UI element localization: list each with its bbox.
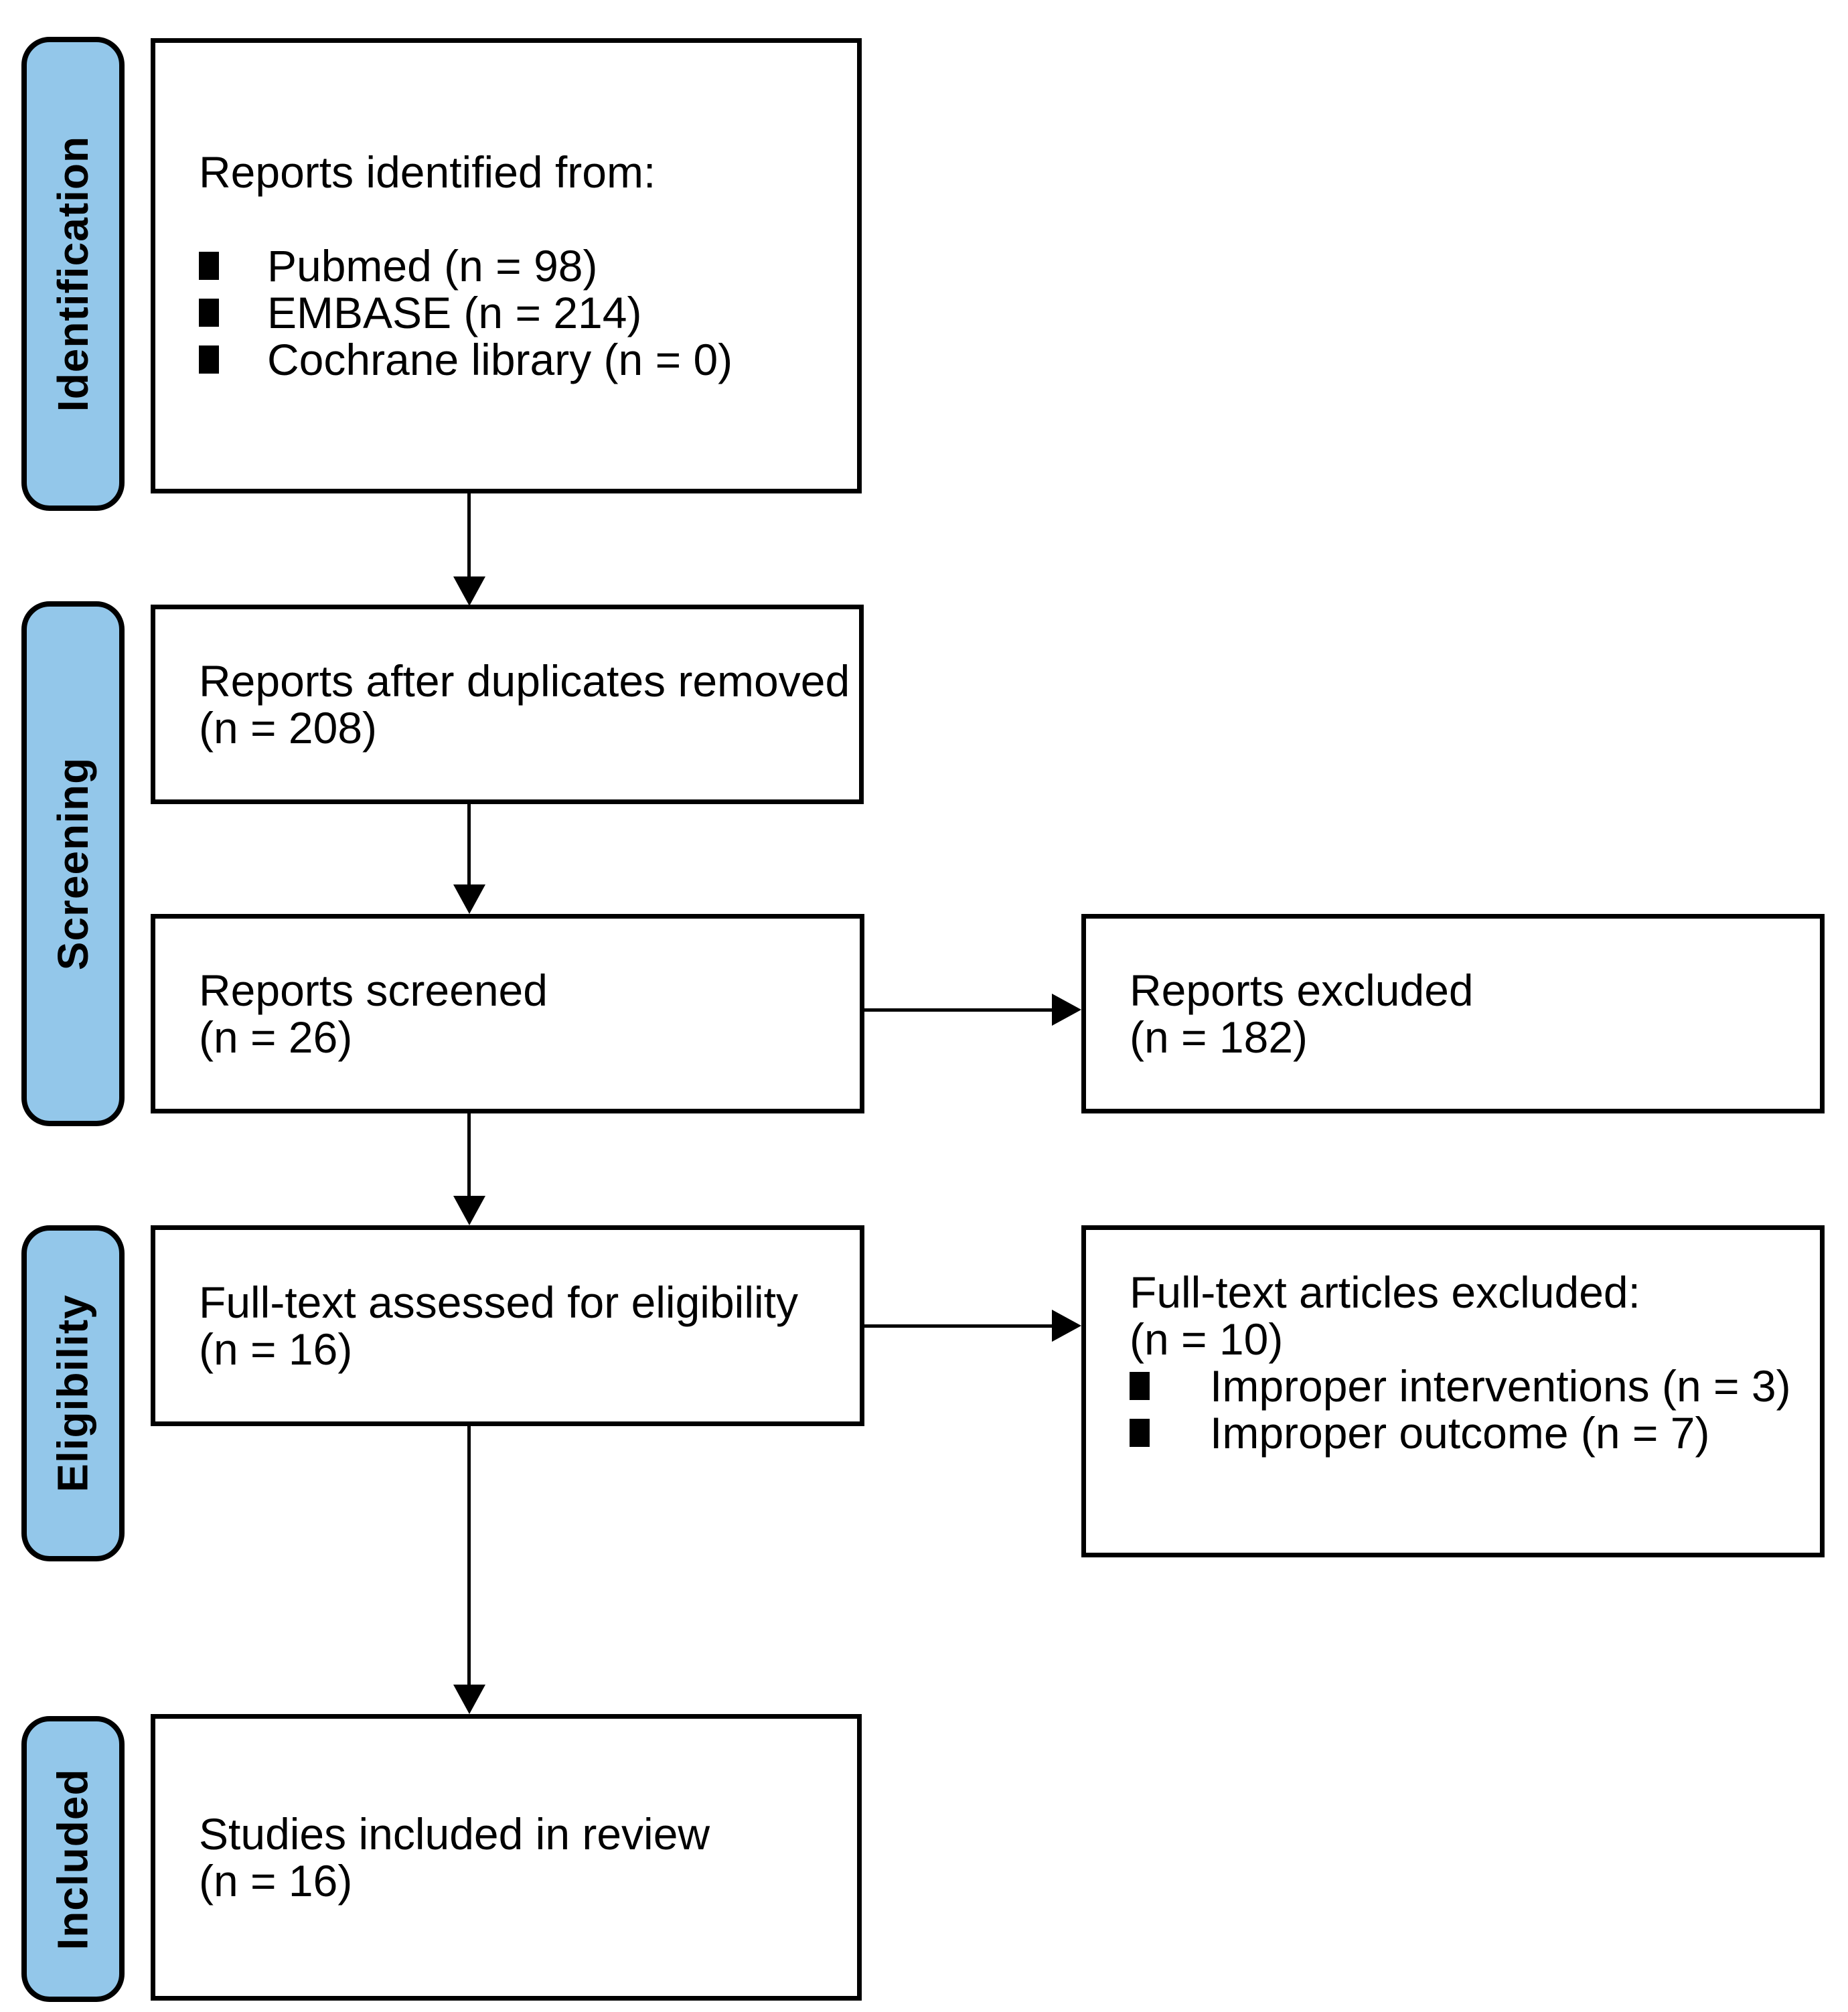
box-reports-screened-line1: Reports screened xyxy=(199,965,548,1015)
stage-label-included-text: Included xyxy=(49,1768,97,1950)
square-bullet-icon xyxy=(199,345,219,374)
list-item: Pubmed (n = 98) xyxy=(199,242,844,289)
arrow-down-head-icon xyxy=(453,1196,485,1225)
arrow-screened-to-excluded-line xyxy=(864,1008,1055,1012)
list-item: EMBASE (n = 214) xyxy=(199,289,844,336)
list-item: Improper interventions (n = 3) xyxy=(1130,1363,1806,1409)
exclusion-improper-outcome: Improper outcome (n = 7) xyxy=(1210,1408,1710,1458)
box-fulltext-assessed-line1: Full-text assessed for eligibility xyxy=(199,1278,798,1327)
stage-label-eligibility-text: Eligibility xyxy=(49,1294,97,1492)
square-bullet-icon xyxy=(199,252,219,280)
box-reports-screened: Reports screened (n = 26) xyxy=(151,914,864,1113)
box-reports-identified: Reports identified from: Pubmed (n = 98)… xyxy=(151,38,862,493)
arrow-right-head-icon xyxy=(1052,1310,1081,1342)
box-fulltext-assessed-count: (n = 16) xyxy=(199,1324,353,1374)
box-duplicates-removed-line1: Reports after duplicates removed xyxy=(199,656,850,706)
arrow-down-head-icon xyxy=(453,576,485,606)
arrow-right-head-icon xyxy=(1052,994,1081,1026)
list-item: Cochrane library (n = 0) xyxy=(199,336,844,383)
box-studies-included-line1: Studies included in review xyxy=(199,1809,710,1859)
exclusion-improper-interventions: Improper interventions (n = 3) xyxy=(1210,1361,1791,1411)
box-duplicates-removed-count: (n = 208) xyxy=(199,703,377,753)
arrow-down-head-icon xyxy=(453,884,485,914)
box-studies-included: Studies included in review (n = 16) xyxy=(151,1714,862,2001)
arrow-identified-to-duplicates-line xyxy=(467,493,471,581)
list-item: Improper outcome (n = 7) xyxy=(1130,1409,1806,1456)
box-reports-excluded-line1: Reports excluded xyxy=(1130,965,1474,1015)
stage-label-eligibility: Eligibility xyxy=(21,1225,125,1561)
box-fulltext-assessed: Full-text assessed for eligibility (n = … xyxy=(151,1225,864,1426)
box-reports-screened-count: (n = 26) xyxy=(199,1012,353,1062)
box-reports-identified-heading: Reports identified from: xyxy=(199,147,656,197)
box-fulltext-excluded-heading: Full-text articles excluded: xyxy=(1130,1267,1640,1317)
square-bullet-icon xyxy=(1130,1419,1150,1447)
box-fulltext-excluded-count: (n = 10) xyxy=(1130,1314,1284,1364)
arrow-screened-to-fulltext-line xyxy=(467,1113,471,1198)
arrow-duplicates-to-screened-line xyxy=(467,804,471,887)
arrow-down-head-icon xyxy=(453,1685,485,1714)
stage-label-screening: Screening xyxy=(21,601,125,1126)
stage-label-screening-text: Screening xyxy=(49,757,97,971)
stage-label-identification: Identification xyxy=(21,37,125,511)
stage-label-included: Included xyxy=(21,1716,125,2002)
source-pubmed: Pubmed (n = 98) xyxy=(267,241,598,291)
arrow-fulltext-to-excluded-line xyxy=(864,1324,1055,1328)
source-embase: EMBASE (n = 214) xyxy=(267,288,642,337)
square-bullet-icon xyxy=(199,299,219,327)
box-studies-included-count: (n = 16) xyxy=(199,1856,353,1906)
source-cochrane: Cochrane library (n = 0) xyxy=(267,335,733,384)
arrow-fulltext-to-included-line xyxy=(467,1426,471,1687)
blank-line xyxy=(199,196,844,242)
box-duplicates-removed: Reports after duplicates removed (n = 20… xyxy=(151,605,864,804)
box-reports-excluded: Reports excluded (n = 182) xyxy=(1081,914,1825,1113)
square-bullet-icon xyxy=(1130,1372,1150,1400)
box-fulltext-excluded: Full-text articles excluded: (n = 10) Im… xyxy=(1081,1225,1825,1557)
box-reports-excluded-count: (n = 182) xyxy=(1130,1012,1308,1062)
stage-label-identification-text: Identification xyxy=(49,135,97,412)
